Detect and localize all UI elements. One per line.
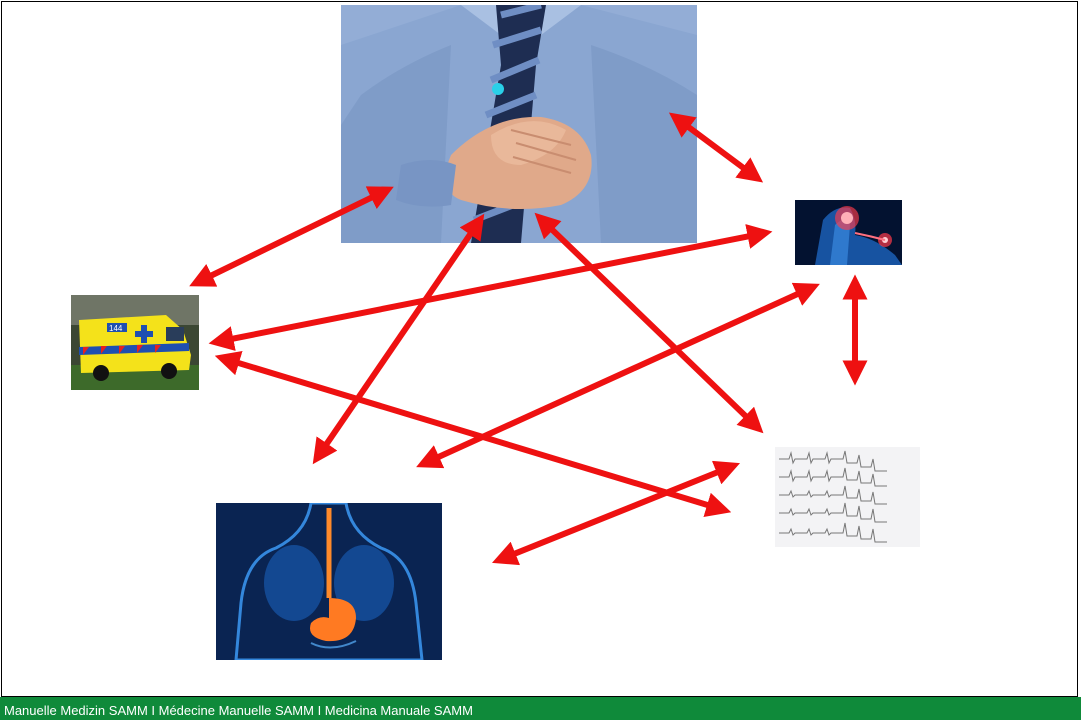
esophagus-stomach-image [216, 503, 442, 660]
footer-bar: Manuelle Medizin SAMM I Médecine Manuell… [0, 697, 1081, 720]
ecg-image [775, 447, 920, 547]
ambulance-number-badge: 144 [109, 324, 123, 333]
chest-pain-illustration [341, 5, 697, 243]
gi-illustration [216, 503, 442, 660]
footer-text: Manuelle Medizin SAMM I Médecine Manuell… [4, 704, 473, 718]
chest-pain-image [341, 5, 697, 243]
shoulder-illustration [795, 200, 902, 265]
ambulance-image: 144 [71, 295, 199, 390]
neck-shoulder-pain-image [795, 200, 902, 265]
ecg-illustration [775, 447, 920, 547]
ambulance-illustration: 144 [71, 295, 199, 390]
